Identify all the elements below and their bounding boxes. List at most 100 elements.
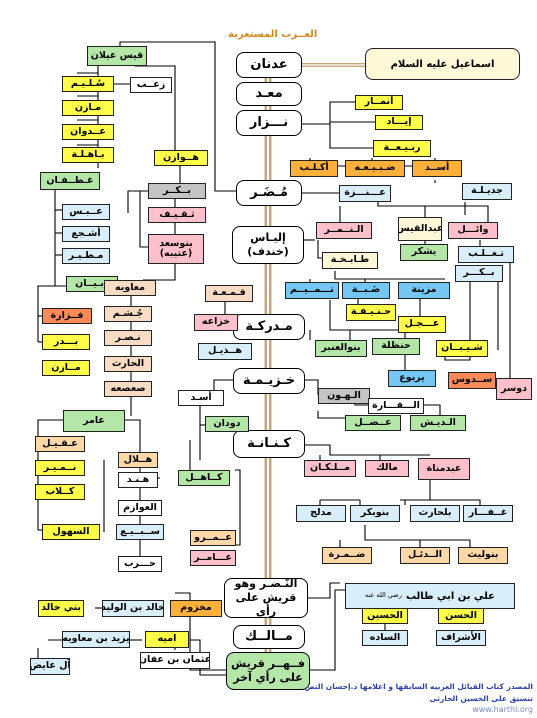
node-yashkur: يشكر [400,244,448,261]
node-nizar: نـــزار [236,110,302,136]
node-wail: وائـــل [448,222,498,239]
node-khuzaa: خزاعه [194,314,238,331]
node-makhzum: مخزوم [170,600,222,617]
node-ghifar: غــفـــار [463,505,513,522]
node-husayn: الحسين [362,608,408,624]
node-mudar: مُـضَـر [236,180,302,206]
node-ashraf: الأشراف [436,630,486,646]
node-mudrika: مـدركـة [233,314,305,340]
node-fazara: فــزارة [42,308,92,324]
node-dawsar: دوسر [496,378,532,400]
node-hasan: الحسن [438,608,484,624]
node-tabikha: طـابـخـة [322,252,378,269]
node-hanifa: حـنـيـفـة [346,304,396,321]
node-ashja: أشـجع [62,226,110,242]
node-badr: بـــدر [42,334,90,350]
node-ghatafan: غـطــفـان [40,172,100,190]
node-khuzayma: خـزيـمـة [233,368,305,394]
node-jadila: جديـلـة [462,183,512,200]
node-hawn: الـهـون [318,388,370,404]
node-awazim: العوازم [118,500,162,516]
footer-coordinator: تنسيق على الحسين الحارثى [429,694,533,703]
node-subay: ســبــيـع [116,524,164,540]
node-banukhalid: بني خالد [38,600,84,617]
node-kinana: كـنـانـة [233,430,305,458]
node-taghlib: تـغــلـب [458,246,514,263]
node-bakr2: بــكـــر [455,265,503,282]
node-khalid: خالد بن الوليد [102,600,164,617]
node-ilyas: إليـاس (خندف) [232,226,304,264]
chart-title: العــرب المستعربة [228,29,318,40]
node-yazid: يزيد بن معاويه [62,631,130,648]
node-namir: الـنــمــر [316,222,372,239]
node-hawazin: هــوازن [154,150,208,166]
node-al-ayid: آل عايض [30,658,70,675]
node-umayya: اميه [145,631,189,648]
node-hanzala: حنظلة [372,338,420,355]
node-fihr: فــهــر قريش على رأي آخر [226,652,310,690]
node-malik2: مالك [365,460,409,477]
node-amir2: عـــامــر [190,550,236,566]
node-kahil: كــاهــل [178,470,230,486]
node-dil: الــدئـل [400,547,450,564]
node-jusham: جُـشـم [104,306,152,322]
node-anaza: عـــنـــزة [339,185,391,202]
node-suhool: السهول [42,524,100,540]
node-rabia: ربـيـعــة [373,140,431,157]
node-dabba: ضَـبــة [342,282,390,299]
node-iyad: إيـــاد [375,115,423,130]
node-kilab: كــلاب [35,484,85,500]
node-nasr: نـصـر [104,330,152,346]
node-numayr: نــمـيـر [35,460,85,476]
node-sulaym: سُـلـيـم [62,76,114,92]
node-adwan: عــدوان [62,124,114,140]
node-banubakr: بنوبكر [350,505,400,522]
node-uqayl: عـقـيـل [35,436,85,452]
node-anmar: أنمــار [355,95,403,110]
node-adnan: عدنان [236,52,302,78]
node-dish: الـديـش [410,415,466,431]
node-qamaa: قـمـعـة [205,285,253,302]
node-adal: عــضــل [345,415,401,431]
node-harith: الحارث [104,356,152,372]
ali-name: علي بن ابي طالب [405,590,496,602]
node-amr: عــمــرو [190,530,236,546]
node-matir: مـطـيـر [62,248,110,264]
footer-site-link[interactable]: www.harthi.org [472,705,533,714]
node-qays: قيس عيلان [87,46,147,66]
footer-source: المصدر كتاب القبائل العربيه السابقها و ا… [304,682,534,691]
ali-suffix: رضي الله عنه [365,591,402,600]
node-banualanbar: بنوالعنبر [315,340,367,357]
node-abdmanat: عبدمناة [418,458,470,480]
node-amir: عامر [63,410,125,432]
node-shayban: شـيـبــان [436,340,488,357]
node-maad: معـد [236,82,302,106]
node-ali: علي بن ابي طالب رضي الله عنه [345,583,515,609]
node-bakr1: بــكــر [148,183,206,199]
node-asad1: أســد [412,160,462,177]
node-malkan: مــلـكـان [304,460,356,477]
node-abdalqays: عبدالقيس [398,217,442,241]
node-banusaad: بنوسعد (عتيبه) [148,234,204,264]
node-nadr: النَّـضـر وهو قريش على رأي [224,578,308,618]
node-muzayna: مزينة [398,282,450,299]
node-abs: عــبـس [62,204,110,220]
node-asad2: أسـد [178,390,224,406]
node-sasaa: صعصعه [104,381,152,397]
node-qara: الـــقـــارة [368,398,424,414]
node-balharith: بلحارث [410,505,460,522]
node-zab: زعــب [130,77,172,93]
node-banulayth: بنوليث [458,547,508,564]
node-muawiya1: معاويه [104,280,156,296]
node-dubayya: ضـبـيـعـه [345,160,405,177]
node-hind: هـنـد [118,472,158,488]
node-mudlij: مدلج [296,505,346,522]
node-hilal: هــلال [118,452,158,468]
node-yarbu: يربوع [388,370,436,387]
node-hudhayl: هــذيـل [198,343,252,360]
node-aklub: أكـلـب [290,160,338,177]
node-ijl: عـــجـل [398,316,446,333]
node-uthman: عثمان بن عفان [140,652,210,669]
node-thaqif: ثـقـيـف [148,207,206,223]
